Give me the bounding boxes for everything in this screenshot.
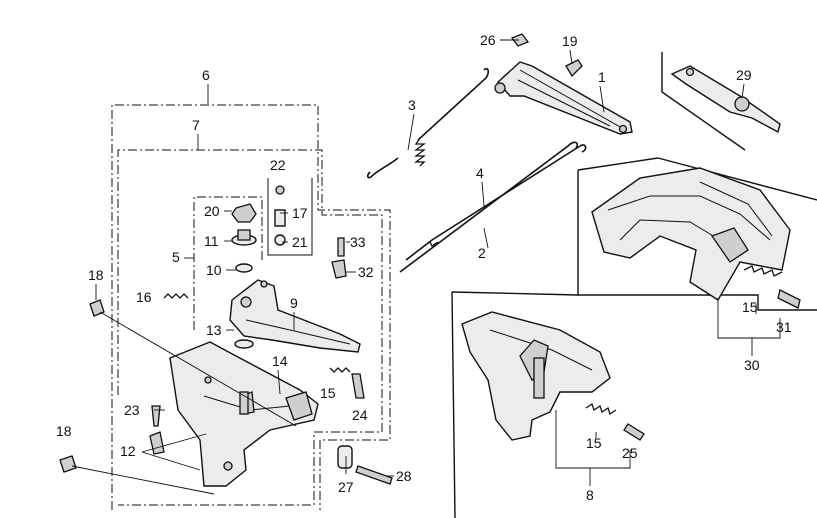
callout-1: 1 bbox=[598, 69, 606, 85]
callout-17: 17 bbox=[292, 205, 308, 221]
callout-26: 26 bbox=[480, 32, 496, 48]
air-guide-30 bbox=[591, 167, 801, 309]
callout-15c: 15 bbox=[586, 435, 602, 451]
spring-17 bbox=[274, 209, 286, 227]
callout-32: 32 bbox=[358, 264, 374, 280]
frame-30-top-b bbox=[657, 157, 817, 201]
clip-12 bbox=[149, 431, 165, 455]
callout-15a: 15 bbox=[320, 385, 336, 401]
clip-32 bbox=[331, 259, 347, 279]
callout-22: 22 bbox=[270, 157, 286, 173]
callout-2: 2 bbox=[478, 245, 486, 261]
callout-18b: 18 bbox=[56, 423, 72, 439]
spring-16 bbox=[163, 293, 189, 299]
callout-4: 4 bbox=[476, 165, 484, 181]
rod-2 bbox=[405, 144, 587, 261]
callout-27: 27 bbox=[338, 479, 354, 495]
callout-8: 8 bbox=[586, 487, 594, 503]
governor-bracket-8 bbox=[461, 311, 645, 441]
screw-33 bbox=[337, 237, 345, 257]
callout-33: 33 bbox=[350, 234, 366, 250]
frame-30 bbox=[577, 170, 817, 311]
callout-3: 3 bbox=[408, 97, 416, 113]
nut-20 bbox=[231, 203, 257, 223]
shaft bbox=[239, 391, 249, 415]
bolt-28 bbox=[355, 465, 393, 485]
screw-31 bbox=[777, 289, 801, 309]
screw-24 bbox=[351, 373, 365, 399]
washer-13 bbox=[234, 339, 254, 349]
callout-10: 10 bbox=[206, 262, 222, 278]
frame-29 bbox=[661, 52, 746, 151]
callout-25: 25 bbox=[622, 445, 638, 461]
callout-14: 14 bbox=[272, 353, 288, 369]
group-5-outline bbox=[193, 196, 263, 330]
frame-8 bbox=[451, 291, 456, 518]
spring-15a bbox=[329, 367, 351, 373]
callout-6: 6 bbox=[202, 67, 210, 83]
callout-5: 5 bbox=[172, 249, 180, 265]
callout-28: 28 bbox=[396, 468, 412, 484]
callout-31: 31 bbox=[776, 319, 792, 335]
callout-29: 29 bbox=[736, 67, 752, 83]
callout-12: 12 bbox=[120, 443, 136, 459]
callout-16: 16 bbox=[136, 289, 152, 305]
callout-11: 11 bbox=[204, 233, 219, 249]
nut-22 bbox=[275, 185, 285, 195]
throttle-lever-1 bbox=[494, 33, 633, 135]
callout-9: 9 bbox=[290, 295, 298, 311]
callout-24: 24 bbox=[352, 407, 368, 423]
screw-25 bbox=[623, 423, 645, 441]
return-spring-3 bbox=[367, 67, 489, 179]
callout-15b: 15 bbox=[742, 299, 758, 315]
leader-lines bbox=[71, 39, 781, 495]
callout-20: 20 bbox=[204, 203, 220, 219]
group-7-outline bbox=[117, 149, 383, 506]
nut-26 bbox=[510, 33, 530, 47]
stacked-hardware bbox=[231, 185, 286, 415]
screw-19 bbox=[565, 59, 583, 78]
washer-21 bbox=[274, 234, 286, 246]
governor-arm-9 bbox=[229, 279, 361, 353]
lever-assembly-29 bbox=[670, 65, 781, 134]
group-22-bracket bbox=[267, 178, 313, 256]
frame-30-top bbox=[577, 157, 659, 171]
group-6-outline bbox=[111, 104, 391, 510]
rod-4 bbox=[399, 141, 579, 273]
callout-18a: 18 bbox=[88, 267, 104, 283]
washer-10 bbox=[235, 263, 253, 273]
group-outlines bbox=[111, 104, 391, 510]
callout-23: 23 bbox=[124, 402, 140, 418]
frame-8-top bbox=[451, 291, 579, 296]
sleeve-27 bbox=[337, 445, 353, 469]
callout-30: 30 bbox=[744, 357, 760, 373]
callout-19: 19 bbox=[562, 33, 578, 49]
screw-23 bbox=[151, 405, 161, 427]
callout-21: 21 bbox=[292, 234, 308, 250]
callout-labels: 26 19 1 29 3 6 7 4 2 22 20 17 11 21 33 5… bbox=[56, 32, 792, 503]
bolt-18b bbox=[59, 455, 77, 473]
callout-7: 7 bbox=[192, 117, 200, 133]
detail-frames bbox=[451, 52, 817, 518]
callout-13: 13 bbox=[206, 322, 222, 338]
control-rods bbox=[399, 141, 587, 273]
